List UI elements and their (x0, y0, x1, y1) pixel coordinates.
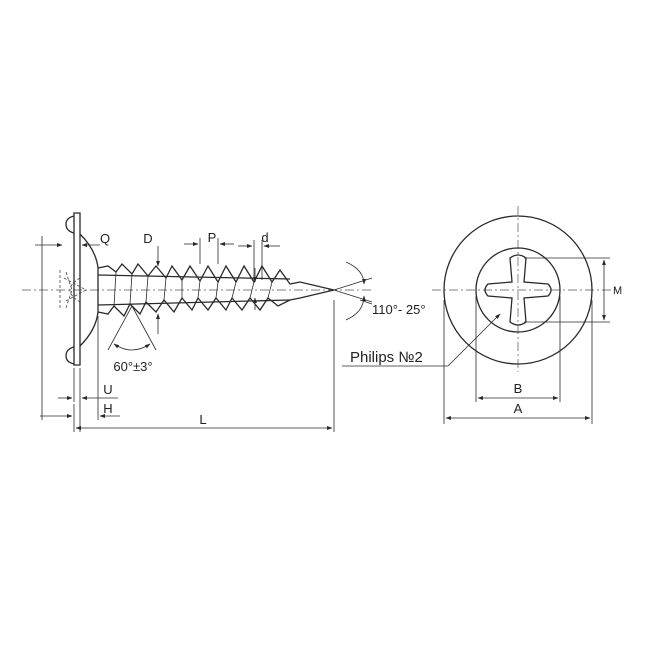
head-outer-circle (443, 215, 593, 365)
dimension-tip-angle: 110°- 25° (333, 261, 426, 321)
dimension-l: L (73, 300, 335, 432)
label-drive: Philips №2 (350, 349, 423, 366)
dimension-m: M (524, 257, 622, 323)
dimension-h: H (40, 316, 120, 420)
label-p: P (208, 230, 217, 245)
dimension-q: Q (35, 231, 110, 250)
side-view: Q D P d (22, 212, 426, 432)
dimension-p: P (184, 230, 234, 264)
label-d-lower: d (261, 230, 268, 245)
label-m: M (613, 285, 622, 297)
label-u: U (103, 382, 112, 397)
label-d-upper: D (143, 231, 152, 246)
label-q: Q (100, 231, 110, 246)
dimension-d-upper: D (143, 231, 160, 334)
dimension-d-lower: d (238, 230, 280, 310)
front-view: M B A Philips №2 (342, 206, 622, 424)
dimension-b: B (475, 296, 561, 402)
label-b: B (514, 381, 523, 396)
label-tip-angle: 110°- 25° (372, 302, 426, 317)
dimension-thread-angle: 60°±3° (107, 305, 157, 374)
dimension-u: U (58, 368, 118, 432)
label-l: L (199, 412, 206, 427)
label-h: H (103, 401, 112, 416)
label-thread-angle: 60°±3° (113, 359, 152, 374)
dimension-a: A (443, 300, 593, 424)
drive-callout: Philips №2 (342, 313, 501, 367)
screw-head (59, 212, 99, 366)
label-a: A (514, 401, 523, 416)
screw-thread (97, 262, 335, 318)
recess-circle (475, 247, 561, 333)
